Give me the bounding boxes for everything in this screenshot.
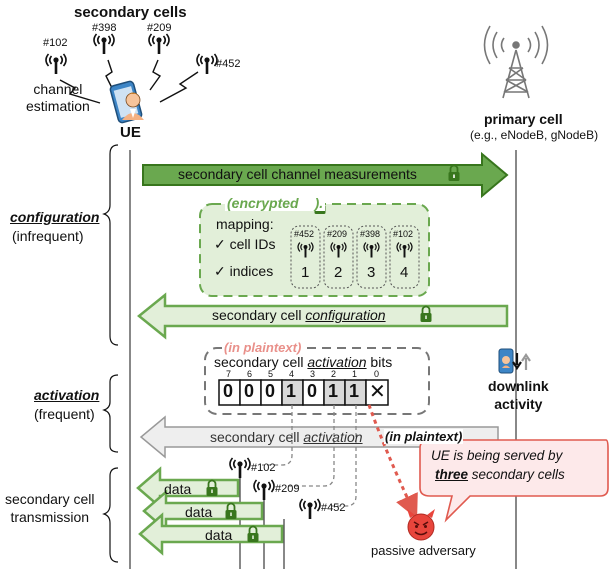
antenna-icon	[299, 498, 321, 520]
mapping-box	[199, 203, 430, 297]
channel-zigzag	[59, 79, 101, 104]
channel-zigzag	[159, 71, 199, 103]
measurements-label: secondary cell channel measurements	[178, 166, 417, 182]
bit-value: 0	[244, 381, 255, 401]
data-arrow	[138, 512, 284, 556]
measurements-arrow	[142, 151, 509, 199]
antenna-icon	[229, 457, 251, 479]
cell-tower-icon	[483, 25, 549, 99]
cell-id-label: #398	[92, 22, 117, 34]
mapping-index: 4	[400, 264, 409, 281]
bit-position: 7	[226, 369, 232, 379]
antenna-icon	[253, 479, 275, 501]
callout-bubble	[419, 439, 609, 523]
bit-position: 6	[247, 369, 253, 379]
cell-id-label: #102	[43, 37, 68, 49]
primary-cell-title: primary cell	[484, 111, 563, 127]
callout-line2: three secondary cells	[435, 467, 565, 482]
bit-connector	[286, 405, 335, 487]
bit-value: 1	[286, 381, 297, 401]
channel-estimation-label: channel estimation	[26, 81, 90, 114]
tx-cell-id: #102	[251, 462, 276, 474]
bracket-configuration	[102, 144, 119, 346]
bit-position: 0	[374, 369, 380, 379]
bit-position: 5	[268, 369, 274, 379]
mapping-title: mapping:	[216, 216, 274, 232]
downlink-activity-label: downlink activity	[488, 378, 549, 412]
phase-configuration: configuration	[10, 209, 100, 225]
mapping-index: 1	[301, 264, 310, 281]
antenna-icon	[148, 33, 170, 55]
downlink-activity-icon	[498, 348, 531, 374]
bit-value: 0	[307, 381, 318, 401]
antenna-icon	[45, 53, 67, 75]
phase-activation: activation	[34, 387, 100, 403]
devil-icon	[407, 509, 435, 541]
cell-id-label: #209	[147, 22, 172, 34]
configuration-arrow	[137, 292, 509, 340]
data-arrow	[136, 466, 240, 510]
configuration-label: secondary cell configuration	[212, 307, 386, 323]
mapping-id: #209	[327, 229, 348, 239]
bit-position: 1	[352, 369, 358, 379]
bit-value: 1	[349, 381, 360, 401]
bit-connector	[332, 405, 357, 507]
mapping-columns	[290, 225, 420, 289]
cell-id-label: #452	[216, 58, 241, 70]
mapping-check-indices: ✓ indices	[214, 263, 274, 279]
data-label: data	[205, 527, 233, 543]
bit-value: ✕	[369, 381, 386, 403]
leak-arrow	[367, 404, 418, 519]
bit-cells	[218, 379, 389, 406]
activation-bits-title: secondary cell activation bits	[214, 354, 393, 370]
tx-cell-id: #209	[275, 483, 300, 495]
phase-configuration-sub: (infrequent)	[12, 228, 84, 244]
phase-transmission: secondary cell transmission	[5, 491, 95, 525]
data-label: data	[164, 481, 192, 497]
mapping-check-cell-ids: ✓ cell IDs	[214, 236, 276, 252]
mapping-index: 2	[334, 264, 343, 281]
activation-label: secondary cell activation	[210, 429, 363, 445]
callout-line1: UE is being served by	[431, 448, 563, 463]
bit-position: 3	[310, 369, 316, 379]
channel-zigzag	[149, 59, 162, 91]
plaintext-label: (in plaintext)	[222, 340, 304, 355]
tx-cell-id: #452	[321, 502, 346, 514]
bit-connector	[262, 405, 293, 466]
bracket-transmission	[102, 467, 119, 563]
ue-phone-icon	[109, 80, 144, 124]
bit-position: 4	[289, 369, 295, 379]
data-label: data	[185, 504, 213, 520]
mapping-id: #102	[393, 229, 414, 239]
passive-adversary-label: passive adversary	[371, 543, 476, 558]
activation-plaintext-label: (in plaintext)	[384, 429, 464, 444]
antenna-icon	[196, 53, 218, 75]
secondary-cells-title: secondary cells	[74, 4, 187, 21]
ue-label: UE	[120, 124, 141, 141]
channel-zigzag	[105, 59, 113, 89]
mapping-id: #398	[360, 229, 381, 239]
bit-value: 1	[328, 381, 339, 401]
mapping-id: #452	[294, 229, 315, 239]
bit-value: 0	[223, 381, 234, 401]
bracket-activation	[102, 374, 119, 453]
antenna-icon	[93, 33, 115, 55]
bit-value: 0	[265, 381, 276, 401]
mapping-index: 3	[367, 264, 376, 281]
bit-position: 2	[331, 369, 337, 379]
encrypted-label: (encrypted).	[225, 195, 326, 211]
phase-activation-sub: (frequent)	[34, 406, 95, 422]
primary-cell-subtitle: (e.g., eNodeB, gNodeB)	[470, 128, 599, 142]
